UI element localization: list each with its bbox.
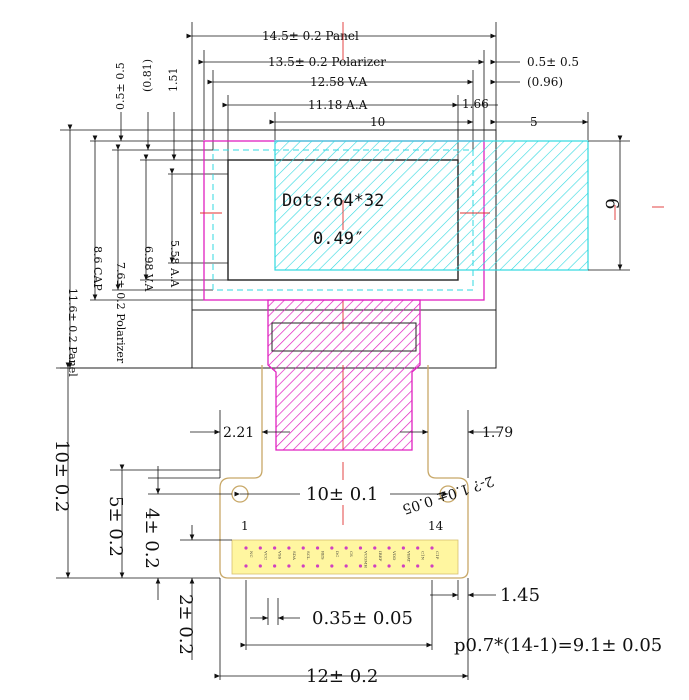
dim-panel-width: 14.5± 0.2 Panel — [262, 29, 359, 43]
dim-aa-height: 5.58 A.A — [168, 240, 181, 288]
dim-panel-height: 11.6± 0.2 Panel — [66, 288, 79, 377]
dim-left-081: (0.81) — [141, 59, 154, 92]
dots-label: Dots:64*32 — [282, 191, 384, 211]
pin-pad — [244, 546, 248, 550]
pin-pad — [287, 546, 291, 550]
dim-four-height: 4± 0.2 — [141, 508, 162, 569]
pin-name-label: NC — [249, 551, 254, 558]
pin-pad — [373, 546, 377, 550]
dim-aa-width: 11.18 A.A — [308, 98, 368, 112]
pin-pad-lower — [315, 564, 320, 568]
pin-pad-area — [231, 539, 459, 575]
pin-pad-lower — [358, 564, 363, 568]
pin-14-label: 14 — [428, 519, 444, 533]
pin-pad — [258, 546, 262, 550]
pin-pad — [401, 546, 405, 550]
dim-221: 2.21 — [223, 425, 254, 441]
pin-pad-lower — [287, 564, 291, 568]
pin-1-label: 1 — [241, 519, 249, 533]
dim-ten-height: 10± 0.2 — [51, 440, 72, 512]
dim-right-offset: 0.5± 0.5 — [527, 55, 579, 69]
pin-pad — [430, 546, 434, 550]
pin-pad — [387, 546, 391, 550]
size-label: 0.49″ — [313, 229, 364, 249]
pin-name-label: C1N — [421, 551, 426, 561]
pin-name-label: VDD — [392, 550, 397, 560]
pin-pad-lower — [244, 564, 248, 568]
pin-pad — [301, 546, 305, 550]
pin-pad — [315, 546, 320, 550]
pin-name-label: VCC — [263, 550, 268, 560]
pin-name-label: VBAT — [406, 550, 411, 562]
pin-name-label: CS — [349, 551, 354, 557]
dim-ten: 10 — [370, 115, 385, 129]
dim-pitch: p0.7*(14-1)=9.1± 0.05 — [454, 635, 662, 656]
dim-left-05: 0.5± 0.5 — [114, 62, 127, 110]
pin-pad — [344, 546, 348, 550]
pin-pad-lower — [258, 564, 262, 568]
pin-name-label: RES — [321, 551, 326, 560]
dim-right-166: 1.66 — [462, 97, 489, 111]
dim-left-151: 1.51 — [167, 68, 180, 93]
pin-pad — [330, 546, 334, 550]
dim-polarizer-height: 7.6± 0.2 Polarizer — [114, 262, 127, 364]
top-dimensions — [186, 22, 589, 160]
pin-pad-lower — [430, 564, 434, 568]
dim-two-height: 2± 0.2 — [175, 594, 196, 655]
dim-va-height: 6.98 V.A — [142, 246, 155, 293]
pin-pad-lower — [273, 564, 277, 568]
pin-pads: NC VCC VSS SDA SCL RES DC CS VCOMH IREF VDD VBAT C1N… — [244, 546, 440, 568]
active-area — [274, 140, 589, 271]
dim-hole-spacing: 10± 0.1 — [306, 484, 378, 505]
pin-name-label: IREF — [378, 551, 383, 562]
pin-pad-lower — [301, 564, 305, 568]
pin-pad — [416, 546, 420, 550]
pin-name-label: VCOMH — [363, 550, 368, 568]
dim-cap-height: 8.6 CAP — [91, 246, 104, 291]
pin-name-label: SDA — [292, 551, 297, 560]
dim-twelve: 12± 0.2 — [306, 666, 378, 687]
dim-hole-dia: 2-? 1.0± 0.05 — [400, 472, 496, 517]
pin-pad-lower — [416, 564, 420, 568]
dim-145: 1.45 — [500, 585, 540, 606]
pin-name-label: C1P — [435, 551, 440, 560]
fpc-cable — [267, 299, 421, 451]
pin-pad — [358, 546, 363, 550]
dim-five: 5 — [530, 115, 538, 129]
dim-six: 6 — [601, 198, 622, 209]
right-six-dim — [588, 135, 630, 271]
pin-pad-lower — [330, 564, 334, 568]
pin-pad-lower — [344, 564, 348, 568]
fpc-dimensions — [56, 362, 500, 680]
pin-name-label: SCL — [306, 551, 311, 560]
dim-035: 0.35± 0.05 — [312, 608, 413, 629]
pin-name-label: VSS — [278, 550, 283, 560]
pin-pad — [273, 546, 277, 550]
dim-five-height: 5± 0.2 — [105, 496, 126, 557]
dim-polarizer-width: 13.5± 0.2 Polarizer — [268, 55, 386, 69]
pin-pad-lower — [373, 564, 377, 568]
dim-179: 1.79 — [482, 425, 513, 441]
dim-right-096: (0.96) — [527, 75, 563, 89]
left-dimensions — [60, 112, 228, 369]
pin-name-label: DC — [335, 551, 340, 557]
pin-pad-lower — [387, 564, 391, 568]
pin-pad-lower — [401, 564, 405, 568]
dim-va-width: 12.58 V.A — [310, 75, 368, 89]
center-lines — [200, 22, 664, 525]
